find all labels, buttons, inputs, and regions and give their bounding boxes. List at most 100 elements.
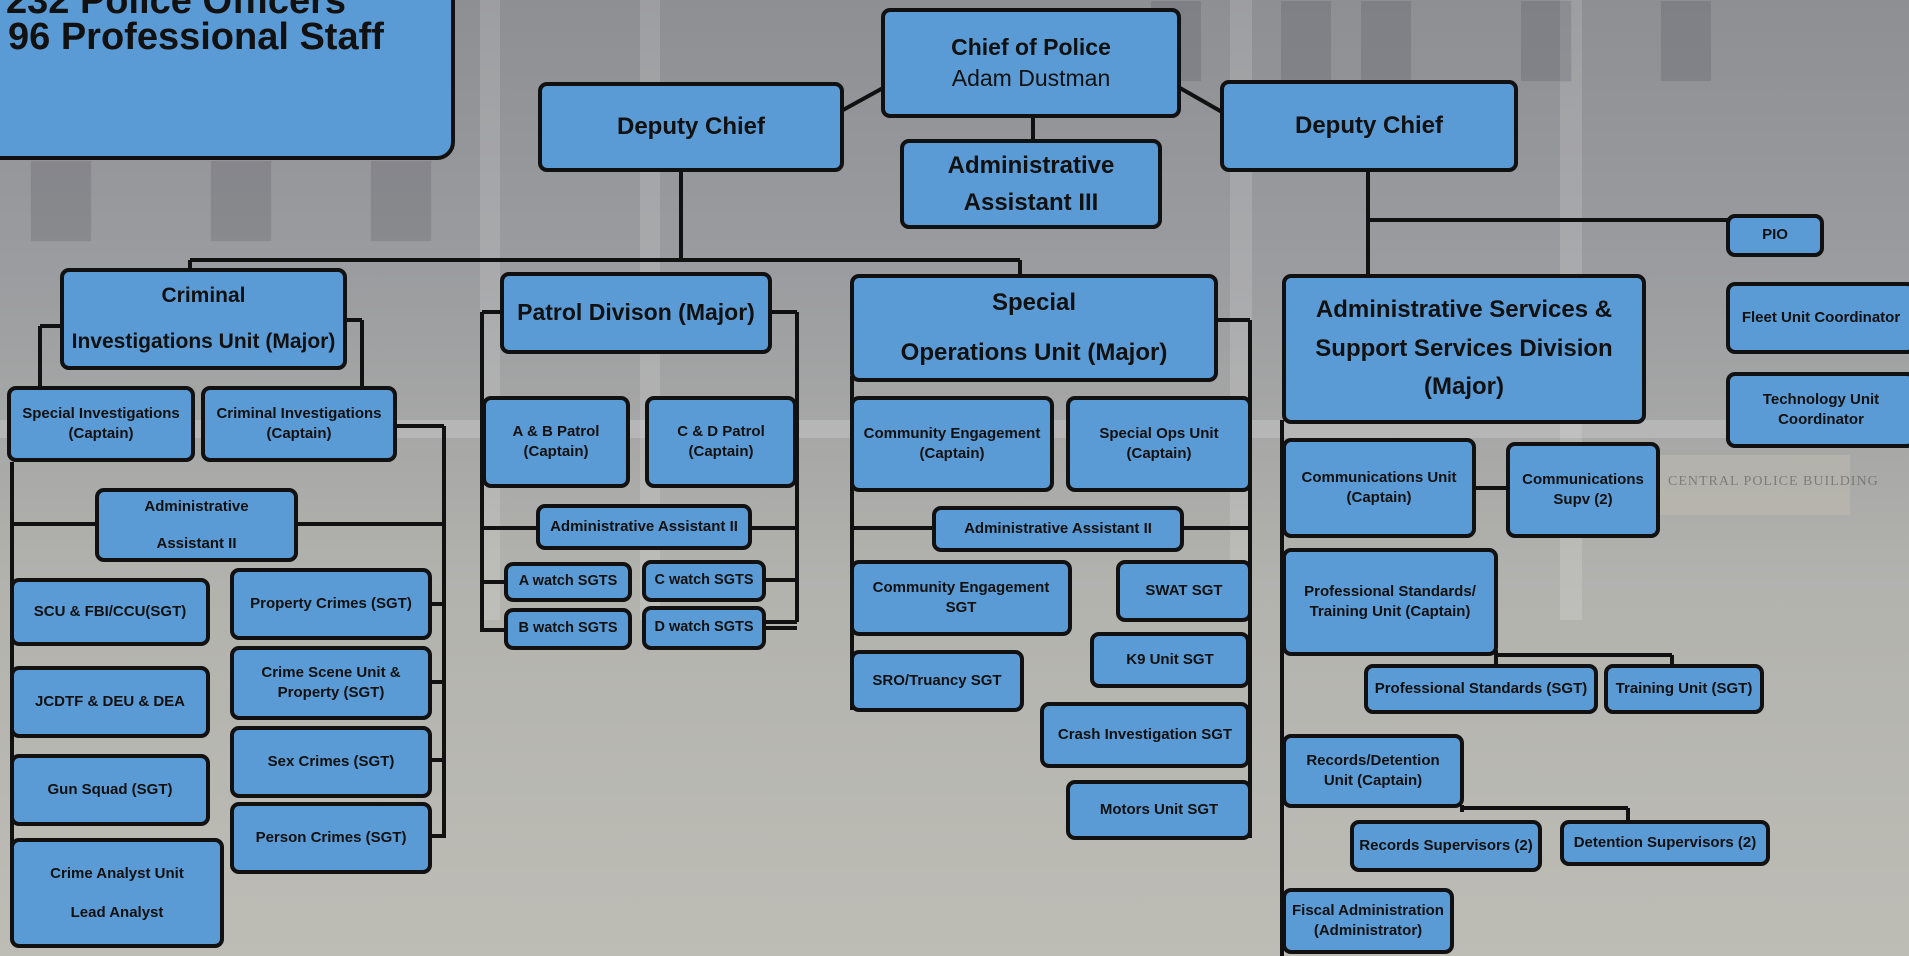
technology-unit-coordinator-box: Technology Unit Coordinator xyxy=(1726,372,1909,448)
comm-unit-line1: Communications Unit xyxy=(1301,468,1457,486)
tech-line2: Coordinator xyxy=(1778,411,1864,428)
administrative-assistant-iii-box: Administrative Assistant III xyxy=(900,139,1162,229)
professional-standards-sgt-box: Professional Standards (SGT) xyxy=(1364,664,1598,714)
ab-patrol-line2: (Captain) xyxy=(523,443,589,460)
community-sgt-line2: SGT xyxy=(945,599,977,616)
a-watch-sgts-box: A watch SGTS xyxy=(504,562,632,602)
training-sgt-label: Training Unit (SGT) xyxy=(1615,679,1753,697)
d-watch-label: D watch SGTS xyxy=(654,619,754,636)
community-sgt-line1: Community Engagement xyxy=(872,578,1050,596)
person-crimes-sgt-box: Person Crimes (SGT) xyxy=(230,802,432,874)
scu-label: SCU & FBI/CCU(SGT) xyxy=(33,602,187,620)
records-detention-captain-box: Records/Detention Unit (Captain) xyxy=(1282,734,1464,808)
admin-services-title-line2: Support Services Division xyxy=(1315,334,1613,362)
cd-patrol-line2: (Captain) xyxy=(688,443,754,460)
community-captain-line2: (Captain) xyxy=(919,445,985,462)
crash-investigation-sgt-box: Crash Investigation SGT xyxy=(1040,702,1250,768)
person-crimes-label: Person Crimes (SGT) xyxy=(255,828,407,846)
ciu-admin-ii-line1: Administrative xyxy=(144,497,249,515)
staffing-summary-box: 232 Police Officers 96 Professional Staf… xyxy=(0,0,455,160)
swat-sgt-box: SWAT SGT xyxy=(1116,560,1252,622)
records-supervisors-box: Records Supervisors (2) xyxy=(1350,820,1542,872)
cd-patrol-captain-box: C & D Patrol (Captain) xyxy=(645,396,797,488)
prof-standards-captain-line1: Professional Standards/ xyxy=(1304,582,1476,600)
communications-supervisors-box: Communications Supv (2) xyxy=(1506,442,1660,538)
community-engagement-sgt-box: Community Engagement SGT xyxy=(850,560,1072,636)
b-watch-sgts-box: B watch SGTS xyxy=(504,608,632,650)
scu-fbi-ccu-sgt-box: SCU & FBI/CCU(SGT) xyxy=(10,578,210,646)
ciu-administrative-assistant-ii-box: Administrative Assistant II xyxy=(95,488,298,562)
pio-box: PIO xyxy=(1726,214,1824,257)
chief-name: Adam Dustman xyxy=(951,65,1111,91)
ab-patrol-line1: A & B Patrol xyxy=(512,422,600,440)
motors-unit-sgt-box: Motors Unit SGT xyxy=(1066,780,1252,840)
crime-scene-line1: Crime Scene Unit & xyxy=(261,663,401,681)
admin-iii-line1: Administrative xyxy=(947,151,1115,179)
motors-label: Motors Unit SGT xyxy=(1099,800,1219,818)
special-operations-unit-major-box: Special Operations Unit (Major) xyxy=(850,274,1218,382)
ab-patrol-captain-box: A & B Patrol (Captain) xyxy=(482,396,630,488)
special-ops-title-line2: Operations Unit (Major) xyxy=(900,339,1168,366)
special-ops-administrative-assistant-ii-box: Administrative Assistant II xyxy=(932,506,1184,552)
property-crimes-sgt-box: Property Crimes (SGT) xyxy=(230,568,432,640)
special-investigations-line1: Special Investigations xyxy=(22,404,180,422)
sex-crimes-label: Sex Crimes (SGT) xyxy=(267,752,395,770)
comm-supv-line2: Supv (2) xyxy=(1553,491,1613,508)
deputy-chief-left-box: Deputy Chief xyxy=(538,82,844,172)
community-engagement-captain-box: Community Engagement (Captain) xyxy=(850,396,1054,492)
special-investigations-line2: (Captain) xyxy=(68,425,134,442)
c-watch-sgts-box: C watch SGTS xyxy=(642,560,766,602)
ciu-admin-ii-line2: Assistant II xyxy=(156,535,237,552)
officer-count: 232 Police Officers xyxy=(6,0,347,22)
deputy-chief-right-label: Deputy Chief xyxy=(1294,111,1443,139)
prof-standards-sgt-label: Professional Standards (SGT) xyxy=(1374,679,1588,697)
detention-supervisors-label: Detention Supervisors (2) xyxy=(1573,833,1757,851)
crime-analyst-line1: Crime Analyst Unit xyxy=(50,865,184,882)
jcdtf-label: JCDTF & DEU & DEA xyxy=(34,692,185,710)
patrol-administrative-assistant-ii-box: Administrative Assistant II xyxy=(536,504,752,550)
comm-unit-line2: (Captain) xyxy=(1346,489,1412,506)
admin-iii-line2: Assistant III xyxy=(963,189,1099,216)
b-watch-label: B watch SGTS xyxy=(518,620,618,637)
property-crimes-label: Property Crimes (SGT) xyxy=(250,594,412,612)
deputy-chief-right-box: Deputy Chief xyxy=(1220,80,1518,172)
crime-analyst-line2: Lead Analyst xyxy=(70,904,164,921)
admin-services-title-line1: Administrative Services & xyxy=(1315,296,1613,324)
d-watch-sgts-box: D watch SGTS xyxy=(642,606,766,650)
staff-count: 96 Professional Staff xyxy=(8,16,384,58)
special-investigations-captain-box: Special Investigations (Captain) xyxy=(7,386,195,462)
criminal-investigations-line1: Criminal Investigations xyxy=(216,404,382,422)
fleet-label: Fleet Unit Coordinator xyxy=(1741,308,1901,326)
fleet-unit-coordinator-box: Fleet Unit Coordinator xyxy=(1726,282,1909,354)
chief-title: Chief of Police xyxy=(951,33,1111,60)
a-watch-label: A watch SGTS xyxy=(518,573,618,590)
special-ops-unit-line1: Special Ops Unit xyxy=(1099,424,1219,442)
patrol-admin-ii-label: Administrative Assistant II xyxy=(550,517,738,535)
prof-standards-captain-line2: Training Unit (Captain) xyxy=(1309,603,1471,620)
comm-supv-line1: Communications xyxy=(1522,470,1644,488)
cd-patrol-line1: C & D Patrol xyxy=(677,422,765,440)
ciu-title-line2: Investigations Unit (Major) xyxy=(71,330,336,353)
crime-scene-unit-property-sgt-box: Crime Scene Unit & Property (SGT) xyxy=(230,646,432,720)
fiscal-line1: Fiscal Administration xyxy=(1292,901,1444,919)
records-supervisors-label: Records Supervisors (2) xyxy=(1359,836,1533,854)
chief-of-police-box: Chief of Police Adam Dustman xyxy=(881,8,1181,118)
professional-standards-training-captain-box: Professional Standards/ Training Unit (C… xyxy=(1282,548,1498,656)
building-sign-text: CENTRAL POLICE BUILDING xyxy=(1668,474,1879,489)
jcdtf-deu-dea-box: JCDTF & DEU & DEA xyxy=(10,666,210,738)
sro-label: SRO/Truancy SGT xyxy=(872,671,1002,689)
crime-scene-line2: Property (SGT) xyxy=(277,684,385,701)
patrol-title: Patrol Divison (Major) xyxy=(517,299,755,326)
training-unit-sgt-box: Training Unit (SGT) xyxy=(1604,664,1764,714)
detention-supervisors-box: Detention Supervisors (2) xyxy=(1560,820,1770,866)
fiscal-line2: (Administrator) xyxy=(1313,922,1423,939)
gun-squad-label: Gun Squad (SGT) xyxy=(47,780,173,798)
swat-label: SWAT SGT xyxy=(1145,581,1223,599)
criminal-investigations-captain-box: Criminal Investigations (Captain) xyxy=(201,386,397,462)
k9-unit-sgt-box: K9 Unit SGT xyxy=(1090,632,1250,688)
c-watch-label: C watch SGTS xyxy=(654,572,754,589)
special-ops-unit-line2: (Captain) xyxy=(1126,445,1192,462)
deputy-chief-left-label: Deputy Chief xyxy=(616,112,765,140)
criminal-investigations-line2: (Captain) xyxy=(266,425,332,442)
